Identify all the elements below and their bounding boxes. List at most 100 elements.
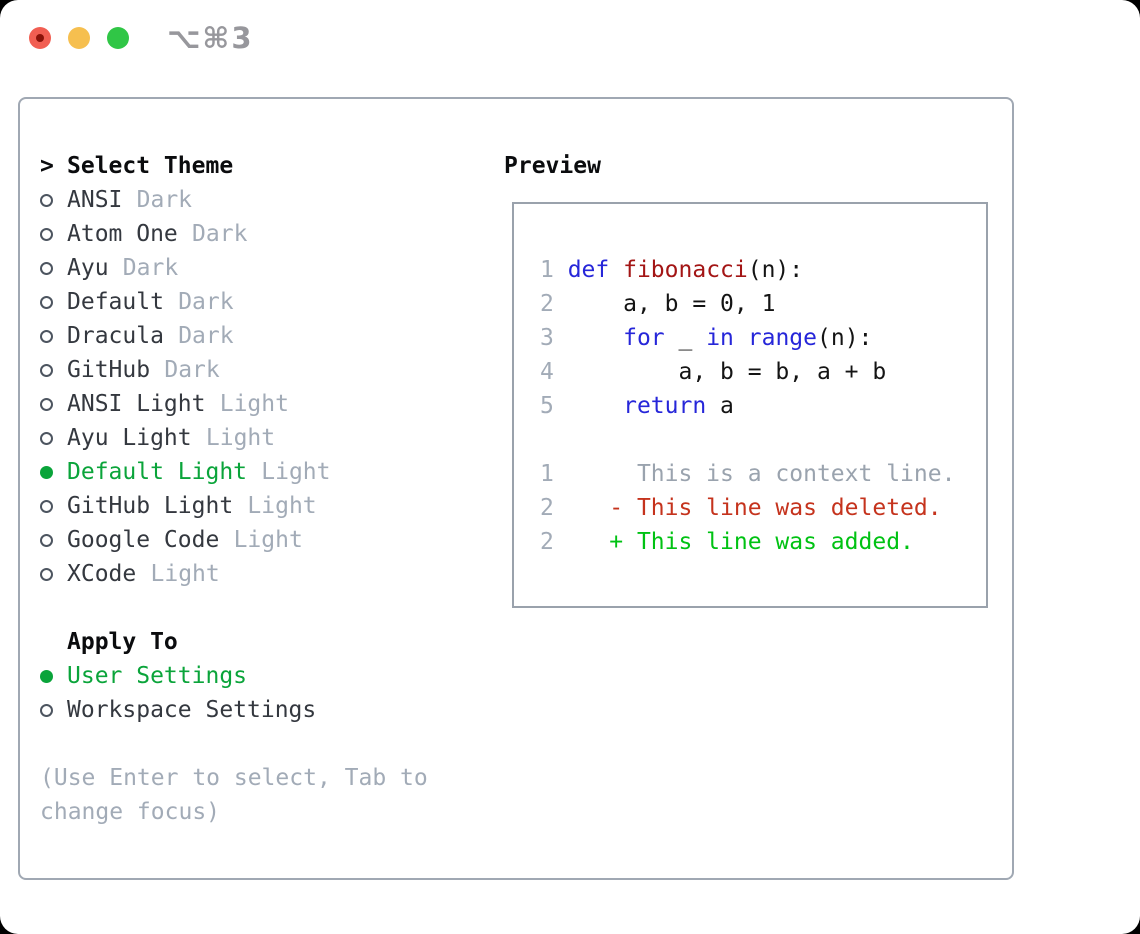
- line-number: 2: [540, 291, 568, 317]
- radio-unselected-icon: [40, 431, 53, 445]
- line-number: 3: [540, 325, 568, 351]
- preview-title: Preview: [504, 153, 601, 179]
- code-segment: for: [623, 325, 665, 351]
- line-number: 1: [540, 461, 568, 487]
- radio-unselected-icon: [40, 703, 53, 717]
- line-number: 2: [540, 529, 568, 555]
- option-variant-label: Dark: [122, 255, 179, 281]
- option-variant-label: Dark: [178, 289, 234, 315]
- radio-unselected-icon: [40, 533, 53, 547]
- option-variant-label: Light: [261, 459, 331, 485]
- code-segment: _: [664, 325, 707, 351]
- code-segment: [568, 325, 623, 351]
- line-number: 4: [540, 359, 568, 385]
- code-segment: (n):: [747, 257, 804, 283]
- code-segment: [568, 393, 623, 419]
- code-line: [540, 423, 986, 457]
- theme-option[interactable]: ANSI Light Light: [40, 387, 428, 421]
- option-label: Atom One: [67, 221, 178, 247]
- option-variant-label: Dark: [178, 323, 234, 349]
- code-line: 1 def fibonacci(n):: [540, 253, 986, 287]
- line-number: 5: [540, 393, 568, 419]
- code-segment: a: [706, 393, 734, 419]
- zoom-button-icon[interactable]: [107, 27, 129, 49]
- option-label: Google Code: [67, 527, 220, 553]
- hint-line-2: change focus): [40, 799, 221, 825]
- radio-unselected-icon: [40, 397, 53, 411]
- code-line: 2 + This line was added.: [540, 525, 986, 559]
- code-segment: def: [567, 257, 610, 283]
- radio-unselected-icon: [40, 261, 53, 275]
- traffic-lights: [29, 27, 129, 49]
- option-label: GitHub Light: [67, 493, 234, 519]
- line-number: 1: [540, 257, 568, 283]
- radio-unselected-icon: [40, 567, 53, 581]
- theme-option[interactable]: Atom One Dark: [40, 217, 428, 251]
- radio-unselected-icon: [40, 227, 53, 241]
- spacer: [40, 591, 428, 625]
- option-label: Default Light: [67, 459, 248, 485]
- hint-line-1: (Use Enter to select, Tab to: [40, 765, 428, 791]
- code-line: 1 This is a context line.: [540, 457, 986, 491]
- theme-option[interactable]: XCode Light: [40, 557, 428, 591]
- theme-option[interactable]: Default Light Light: [40, 455, 428, 489]
- radio-unselected-icon: [40, 363, 53, 377]
- apply-to-title: Apply To: [67, 629, 178, 655]
- code-segment: [734, 325, 748, 351]
- code-line: 2 - This line was deleted.: [540, 491, 986, 525]
- option-variant-label: Dark: [192, 221, 248, 247]
- option-variant-label: Light: [247, 493, 317, 519]
- radio-selected-icon: [40, 669, 53, 683]
- option-label: Workspace Settings: [67, 697, 317, 723]
- minimize-button-icon[interactable]: [68, 27, 90, 49]
- radio-selected-icon: [40, 465, 53, 479]
- theme-option[interactable]: GitHub Dark: [40, 353, 428, 387]
- theme-option[interactable]: Ayu Dark: [40, 251, 428, 285]
- code-segment: return: [623, 393, 707, 419]
- option-label: GitHub: [67, 357, 151, 383]
- option-variant-label: Dark: [136, 187, 193, 213]
- line-number: 2: [540, 495, 568, 521]
- option-label: ANSI Light: [67, 391, 206, 417]
- apply-to-option[interactable]: User Settings: [40, 659, 428, 693]
- option-label: Ayu Light: [67, 425, 192, 451]
- apply-to-header: Apply To: [40, 625, 428, 659]
- code-segment: in: [706, 325, 734, 351]
- theme-option[interactable]: ANSI Dark: [40, 183, 428, 217]
- code-segment: a, b = 0, 1: [567, 291, 776, 317]
- code-segment: a, b = b, a + b: [567, 359, 887, 385]
- code-segment: [609, 257, 623, 283]
- apply-to-option[interactable]: Workspace Settings: [40, 693, 428, 727]
- code-line: 3 for _ in range(n):: [540, 321, 986, 355]
- spacer: [40, 727, 428, 761]
- code-segment: + This line was added.: [567, 529, 914, 555]
- window-shortcut-label: ⌥⌘3: [167, 21, 254, 55]
- radio-unselected-icon: [40, 295, 53, 309]
- select-theme-title: Select Theme: [67, 153, 234, 179]
- code-segment: fibonacci: [623, 257, 748, 283]
- option-label: XCode: [67, 561, 137, 587]
- prompt-icon: >: [40, 153, 54, 179]
- radio-unselected-icon: [40, 329, 53, 343]
- option-variant-label: Light: [150, 561, 220, 587]
- close-button-icon[interactable]: [29, 27, 51, 49]
- code-line: 4 a, b = b, a + b: [540, 355, 986, 389]
- option-variant-label: Light: [219, 391, 289, 417]
- option-variant-label: Dark: [164, 357, 220, 383]
- theme-option[interactable]: GitHub Light Light: [40, 489, 428, 523]
- code-segment: - This line was deleted.: [567, 495, 942, 521]
- option-label: Ayu: [67, 255, 109, 281]
- option-label: ANSI: [67, 187, 123, 213]
- code-line: 5 return a: [540, 389, 986, 423]
- code-segment: (n):: [817, 325, 873, 351]
